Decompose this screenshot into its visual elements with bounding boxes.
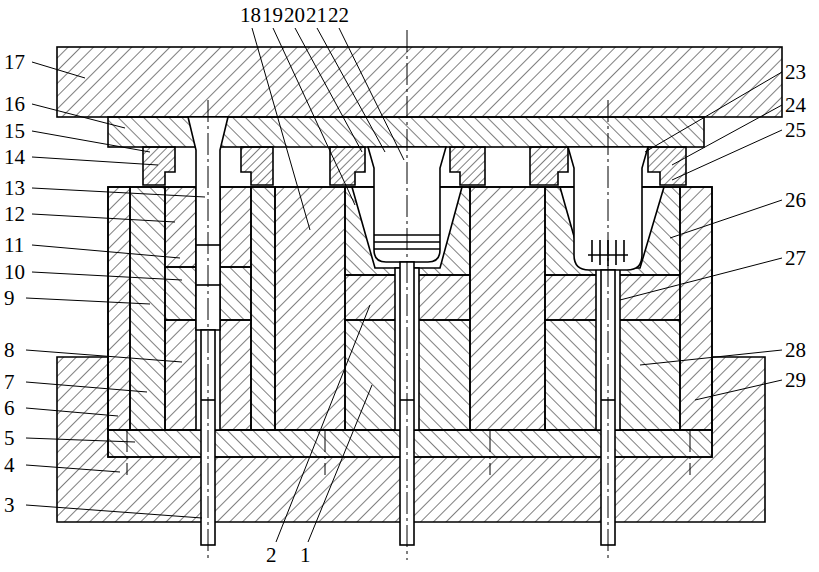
callout-number: 14 — [4, 146, 25, 168]
callout-number: 15 — [4, 120, 25, 142]
callout-number: 21 — [306, 4, 327, 26]
callout-number: 3 — [4, 494, 15, 516]
callout-number: 17 — [4, 51, 25, 73]
callout-number: 18 — [240, 4, 261, 26]
callout-number: 12 — [4, 203, 25, 225]
callout-number: 23 — [785, 61, 806, 83]
callout-number: 8 — [4, 339, 15, 361]
callout-number: 28 — [785, 339, 806, 361]
callout-number: 13 — [4, 177, 25, 199]
callout-number: 22 — [328, 4, 349, 26]
callout-number: 26 — [785, 189, 806, 211]
callout-number: 4 — [4, 454, 15, 476]
callout-number: 1 — [300, 544, 311, 566]
callout-number: 9 — [4, 287, 15, 309]
callout-number: 16 — [4, 93, 25, 115]
callout-number: 6 — [4, 397, 15, 419]
leader-lines — [26, 28, 782, 542]
callout-number: 7 — [4, 371, 15, 393]
callout-number: 5 — [4, 427, 15, 449]
callout-number: 10 — [4, 261, 25, 283]
callout-number: 20 — [284, 4, 305, 26]
callout-number: 24 — [785, 94, 806, 116]
callout-number: 27 — [785, 247, 806, 269]
callout-number: 29 — [785, 369, 806, 391]
callout-number: 2 — [266, 544, 277, 566]
callout-number: 11 — [4, 234, 24, 256]
callout-number: 25 — [785, 119, 806, 141]
callout-number: 19 — [262, 4, 283, 26]
